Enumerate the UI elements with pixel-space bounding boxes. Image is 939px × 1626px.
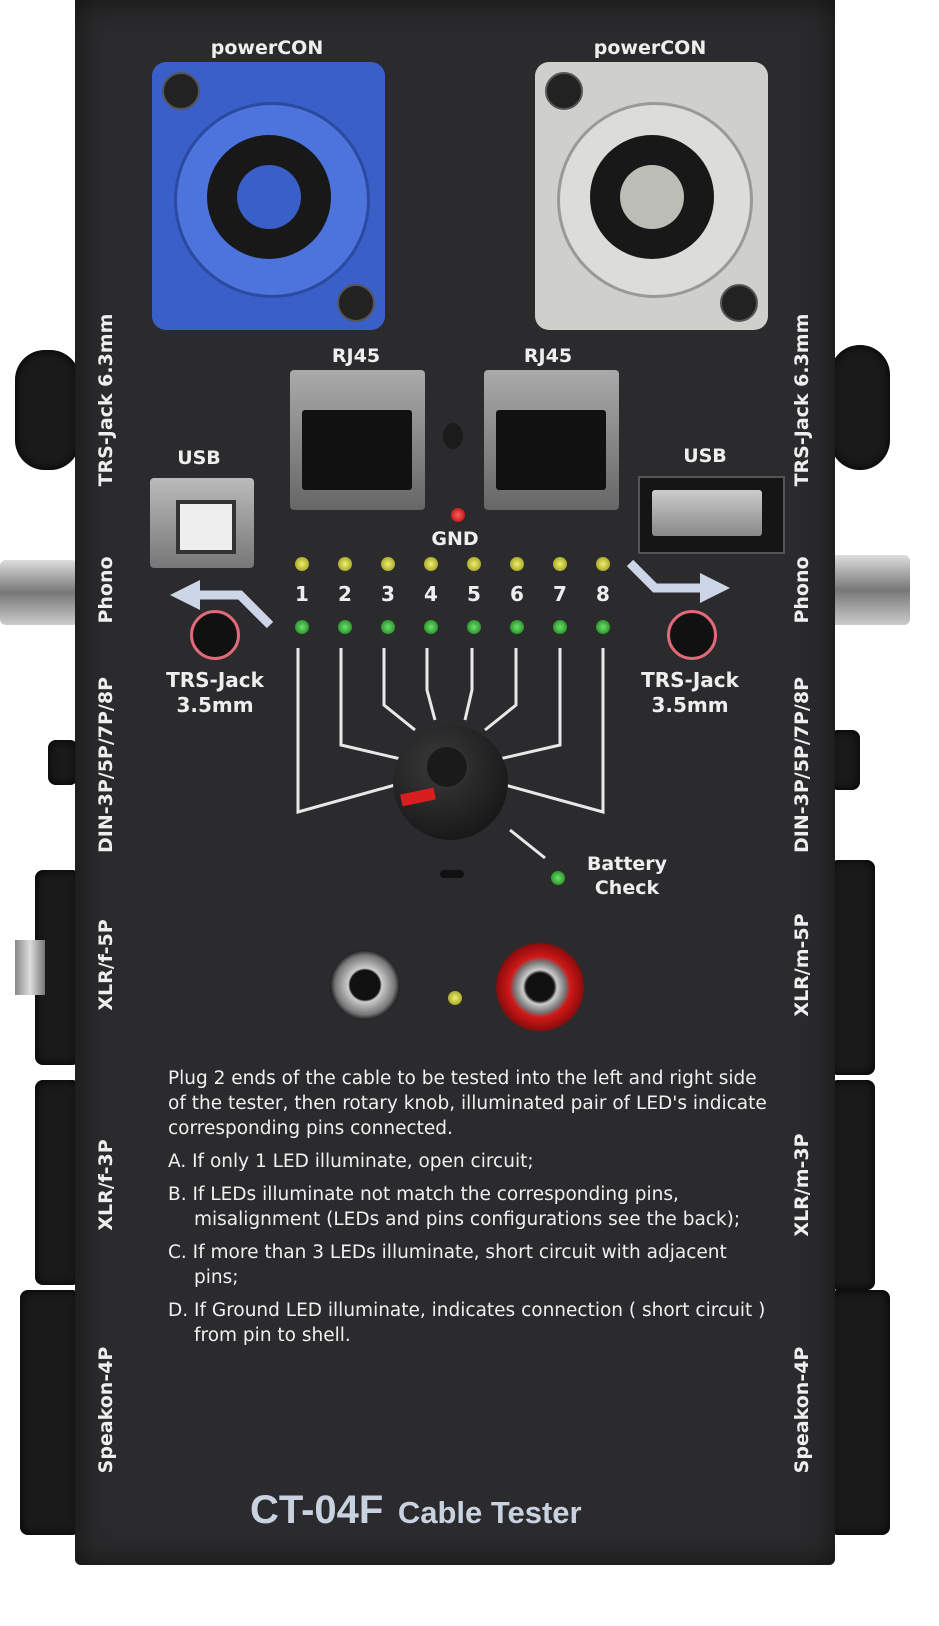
pin-led-yellow — [596, 557, 610, 571]
left-speakon-4p[interactable] — [20, 1290, 80, 1535]
test-jack-red[interactable] — [495, 942, 585, 1032]
instructions-a: A. If only 1 LED illuminate, open circui… — [168, 1151, 534, 1172]
left-label-speakon: Speakon-4P — [95, 1346, 117, 1474]
pin-selector-lines — [296, 648, 605, 860]
model-title: CT-04F Cable Tester — [250, 1488, 582, 1533]
usb-a-port[interactable] — [638, 476, 785, 554]
trs-jack-3-5mm-right[interactable] — [667, 610, 717, 660]
trs-3-5-right-label: TRS-Jack 3.5mm — [641, 668, 739, 717]
battery-check-label: Battery Check — [586, 853, 668, 899]
left-phono-jack[interactable] — [0, 560, 78, 625]
right-trs-jack-6-3mm[interactable] — [830, 345, 890, 470]
pin-led-yellow — [467, 557, 481, 571]
usb-b-port[interactable] — [150, 478, 254, 568]
knob-pointer — [400, 787, 436, 807]
pin-number: 5 — [467, 582, 481, 606]
instructions-b: B. If LEDs illuminate not match the corr… — [168, 1184, 741, 1230]
rj45-left-label: RJ45 — [331, 345, 381, 367]
powercon-blue-label: powerCON — [210, 37, 324, 59]
pin-led-green — [553, 620, 567, 634]
powercon-gray-connector[interactable] — [535, 62, 768, 330]
pin-led-yellow — [338, 557, 352, 571]
pin-number: 2 — [338, 582, 352, 606]
instructions-d: D. If Ground LED illuminate, indicates c… — [168, 1300, 766, 1346]
pin-led-yellow — [381, 557, 395, 571]
pin-number: 1 — [295, 582, 309, 606]
left-trs-jack-6-3mm[interactable] — [15, 350, 80, 470]
screw-icon — [162, 72, 200, 110]
trs-3-5-left-label: TRS-Jack 3.5mm — [166, 668, 264, 717]
screw-icon — [720, 284, 758, 322]
pin-number: 6 — [510, 582, 524, 606]
right-din-jack[interactable] — [830, 730, 860, 790]
pin-number: 8 — [596, 582, 610, 606]
gnd-led — [451, 508, 465, 522]
pin-led-green — [467, 620, 481, 634]
model-number: CT-04F — [250, 1488, 384, 1532]
pin-led-yellow — [553, 557, 567, 571]
trs-jack-3-5mm-left[interactable] — [190, 610, 240, 660]
mount-screw-icon — [443, 423, 463, 449]
right-speakon-4p[interactable] — [830, 1290, 890, 1535]
pin-led-green — [596, 620, 610, 634]
test-led — [448, 991, 462, 1005]
left-label-xlr-5p: XLR/f-5P — [95, 919, 117, 1011]
pin-number: 7 — [553, 582, 567, 606]
indicator-slot — [440, 870, 464, 878]
pin-led-green — [381, 620, 395, 634]
powercon-gray-label: powerCON — [593, 37, 707, 59]
left-label-xlr-3p: XLR/f-3P — [95, 1139, 117, 1231]
model-name: Cable Tester — [397, 1495, 582, 1530]
right-label-speakon: Speakon-4P — [791, 1346, 813, 1474]
rj45-left-port[interactable] — [290, 370, 425, 510]
right-xlr-m-3p[interactable] — [830, 1080, 875, 1290]
instructions-intro: Plug 2 ends of the cable to be tested in… — [168, 1068, 767, 1139]
right-xlr-m-5p[interactable] — [830, 860, 875, 1075]
xlr-latch[interactable] — [15, 940, 45, 995]
pin-led-green — [510, 620, 524, 634]
usb-a-label: USB — [683, 445, 727, 467]
arrow-right-icon — [626, 559, 730, 603]
pin-led-yellow — [424, 557, 438, 571]
pin-number: 4 — [424, 582, 438, 606]
usb-b-label: USB — [177, 447, 221, 469]
pin-led-green — [338, 620, 352, 634]
screw-icon — [337, 284, 375, 322]
test-jack-black[interactable] — [330, 950, 400, 1020]
right-label-xlr-5p: XLR/m-5P — [791, 913, 813, 1017]
rj45-right-label: RJ45 — [523, 345, 573, 367]
instructions-c: C. If more than 3 LEDs illuminate, short… — [168, 1242, 727, 1288]
pin-number: 3 — [381, 582, 395, 606]
gnd-label: GND — [431, 528, 479, 550]
pin-led-yellow — [510, 557, 524, 571]
powercon-blue-connector[interactable] — [152, 62, 385, 330]
right-phono-jack[interactable] — [830, 555, 910, 625]
arrow-left-icon — [170, 580, 274, 629]
right-label-xlr-3p: XLR/m-3P — [791, 1133, 813, 1237]
rj45-right-port[interactable] — [484, 370, 619, 510]
pin-led-green — [424, 620, 438, 634]
instructions-text: Plug 2 ends of the cable to be tested in… — [168, 1066, 768, 1356]
left-xlr-f-3p[interactable] — [35, 1080, 80, 1285]
pin-led-green — [295, 620, 309, 634]
screw-icon — [545, 72, 583, 110]
pin-led-yellow — [295, 557, 309, 571]
rotary-selector-knob[interactable] — [393, 725, 508, 840]
battery-check-led — [551, 871, 565, 885]
left-din-jack[interactable] — [48, 740, 78, 785]
